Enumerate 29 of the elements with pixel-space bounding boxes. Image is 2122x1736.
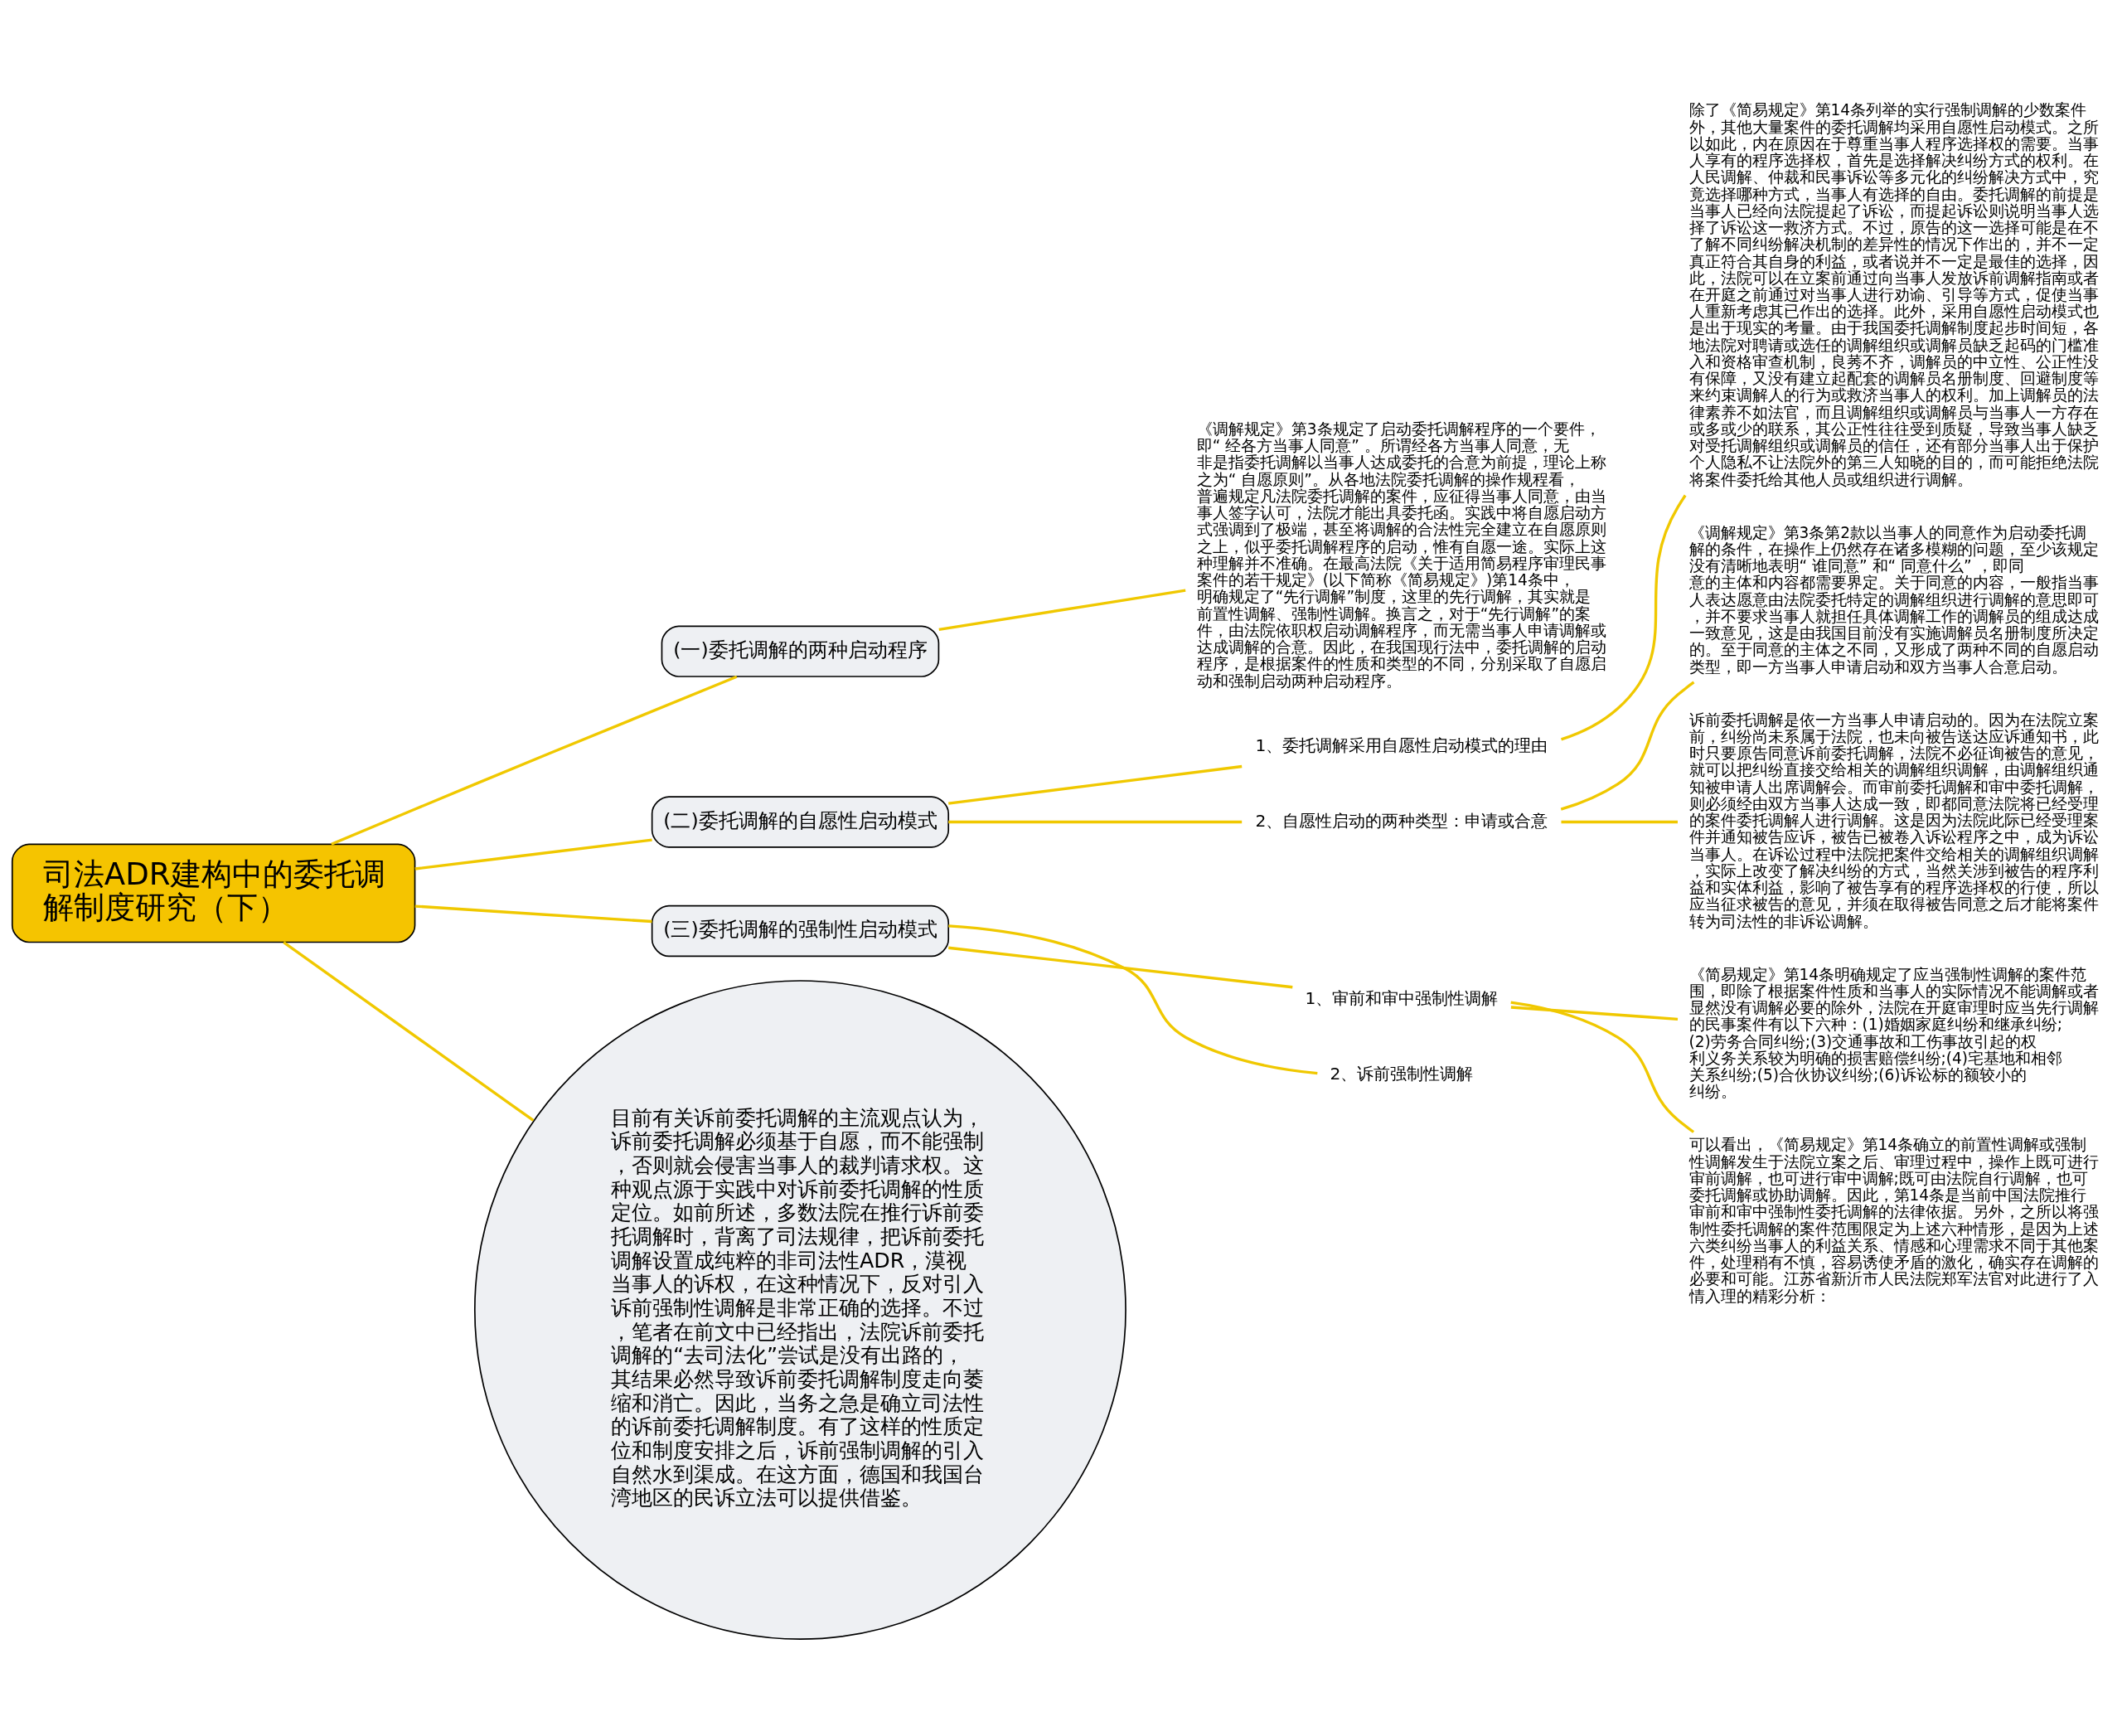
connector (283, 940, 535, 1122)
node-text: 2、自愿性启动的两种类型：申请或合意 (1255, 810, 1548, 831)
node-box: (二)委托调解的自愿性启动模式 (651, 795, 950, 848)
node-text: 除了《简易规定》第14条列举的实行强制调解的少数案件外，其他大量案件的委托调解均采用自愿性启动模式。之所以如此，内在原因在于尊重当事人程序选择权的需要。当事人享有的程序选择权，首先是选择解决纠纷方式的权利。在人民调解、仲裁和民事诉讼等多元化的纠纷解决方式中，究竟选择哪种方式，当事人有选择的自由。委托调解的前提是当事人已经向法院提起了诉讼，而提起诉讼则说明当事人选择了诉讼这一救济方式。不过，原告的这一选择可能是在不了解不同纠纷解决机制的差异性的情况下作出的，并不一定真正符合其自身的利益，或者说并不一定是最佳的选择，因此，法院可以在立案前通过向当事人发放诉前调解指南或者在开庭之前通过对当事人进行劝谕、引导等方式，促使当事人重新考虑其已作出的选择。此外，采用自愿性启动模式也是出于现实的考量。由于我国委托调解制度起步时间短，各地法院对聘请或选任的调解组织或调解员缺乏起码的门槛准入和资格审查机制，良莠不齐，调解员的中立性、公正性没有保障，又没有建立起配套的调解员名册制度、回避制度等来约束调解人的行为或救济当事人的权利。加上调解员的法律素养不如法官，而且调解组织或调解员与当事人一方存在或多或少的联系，其公正性往往受到质疑，导致当事人缺乏对受托调解组织或调解员的信任，还有部分当事人出于保护个人隐私不让法院外的第三人知晓的目的，而可能拒绝法院将案件委托给其他人员或组织进行调解。 (1688, 100, 2099, 488)
node-text: 《简易规定》第14条明确规定了应当强制性调解的案件范围，即除了根据案件性质和当事人的实际情况不能调解或者显然没有调解必要的除外，法院在开庭审理时应当先行调解的民事案件有以下六种：(1)婚姻家庭纠纷和继承纠纷;(2)劳务合同纠纷;(3)交通事故和工伤事故引起的权利义务关系较为明确的损害赔偿纠纷;(4)宅基地和相邻关系纠纷;(5)合伙协议纠纷;(6)诉讼标的额较小的纠纷。 (1688, 965, 2099, 1100)
connector (331, 675, 738, 846)
node-text: 《调解规定》第3条规定了启动委托调解程序的一个要件，即“ 经各方当事人同意” 。所谓经各方当事人同意，无非是指委托调解以当事人达成委托的合意为前提，理论上称之为“ 自愿原则”。从各地法院委托调解的操作规程看，普遍规定凡法院委托调解的案件，应征得当事人同意，由当事人签字认可，法院才能出具委托函。实践中将自愿启动方式强调到了极端，甚至将调解的合法性完全建立在自愿原则之上，似乎委托调解程序的启动，惟有自愿一途。实际上这种理解并不准确。在最高法院《关于适用简易程序审理民事案件的若干规定》(以下简称《简易规定》)第14条中，明确规定了“先行调解”制度，这里的先行调解，其实就是前置性调解、强制性调解。换言之，对于“先行调解”的案件，由法院依职权启动调解程序，而无需当事人申请调解或达成调解的合意。因此，在我国现行法中，委托调解的启动程序，是根据案件的性质和类型的不同，分别采取了自愿启动和强制启动两种启动程序。 (1196, 419, 1606, 689)
connector (1560, 494, 1687, 741)
node-box: 司法ADR建构中的委托调解制度研究（下） (11, 843, 416, 943)
connector (1560, 681, 1695, 811)
connector (1561, 820, 1678, 823)
connector (414, 904, 652, 923)
node-circle: 目前有关诉前委托调解的主流观点认为，诉前委托调解必须基于自愿，而不能强制，否则就会侵害当事人的裁判请求权。这种观点源于实践中对诉前委托调解的性质定位。如前所述，多数法院在推行诉前委托调解时，背离了司法规律，把诉前委托调解设置成纯粹的非司法性ADR，漠视当事人的诉权，在这种情况下，反对引入诉前强制性调解是非常正确的选择。不过，笔者在前文中已经指出，法院诉前委托调解的“去司法化”尝试是没有出路的，其结果必然导致诉前委托调解制度走向萎缩和消亡。因此，当务之急是确立司法性的诉前委托调解制度。有了这样的性质定位和制度安排之后，诉前强制调解的引入自然水到渠成。在这方面，德国和我国台湾地区的民诉立法可以提供借鉴。 (473, 979, 1126, 1640)
node-text: 1、审前和审中强制性调解 (1305, 987, 1499, 1008)
node-box: (三)委托调解的强制性启动模式 (651, 904, 950, 957)
node-text: 可以看出，《简易规定》第14条确立的前置性调解或强制性调解发生于法院立案之后、审理过程中，操作上既可进行审前调解，也可进行审中调解;既可由法院自行调解，也可委托调解或协助调解。因此，第14条是当前中国法院推行审前和审中强制性委托调解的法律依据。另外，之所以将强制性委托调解的案件范围限定为上述六种情形，是因为上述六类纠纷当事人的利益关系、情感和心理需求不同于其他案件，处理稍有不慎，容易诱使矛盾的激化，确实存在调解的必要和可能。江苏省新沂市人民法院郑军法官对此进行了入情入理的精彩分析： (1688, 1135, 2099, 1305)
connector (1510, 1000, 1695, 1133)
node-text: 1、委托调解采用自愿性启动模式的理由 (1255, 735, 1548, 755)
connector (1510, 1005, 1679, 1021)
node-box: (一)委托调解的两种启动程序 (661, 624, 940, 677)
node-text: 诉前委托调解是依一方当事人申请启动的。因为在法院立案前，纠纷尚未系属于法院，也未向被告送达应诉通知书，此时只要原告同意诉前委托调解，法院不必征询被告的意见，就可以把纠纷直接交给相关的调解组织调解，由调解组织通知被申请人出席调解会。而审前委托调解和审中委托调解，则必须经由双方当事人达成一致，即都同意法院将已经受理的案件委托调解人进行调解。这是因为法院此际已经受理案件并通知被告应诉，被告已被卷入诉讼程序之中，成为诉讼当事人。在诉讼过程中法院把案件交给相关的调解组织调解，实际上改变了解决纠纷的方式，当然关涉到被告的程序利益和实体利益，影响了被告享有的程序选择权的行使，所以应当征求被告的意见，并须在取得被告同意之后才能将案件转为司法性的非诉讼调解。 (1688, 710, 2099, 930)
connector (414, 837, 652, 870)
connector (948, 946, 1293, 988)
connector (948, 764, 1243, 805)
connector (948, 820, 1243, 823)
node-text: 2、诉前强制性调解 (1330, 1063, 1474, 1084)
node-text: 《调解规定》第3条第2款以当事人的同意作为启动委托调解的条件，在操作上仍然存在诸多模糊的问题，至少该规定没有清晰地表明“ 谁同意” 和“ 同意什么” ，即同意的主体和内容都需要界定。关于同意的内容，一般指当事人表达愿意由法院委托特定的调解组织进行调解的意思即可，并不要求当事人就担任具体调解工作的调解员的组成达成一致意见，这是由我国目前没有实施调解员名册制度所决定的。至于同意的主体之不同，又形成了两种不同的自愿启动类型，即一方当事人申请启动和双方当事人合意启动。 (1688, 523, 2099, 676)
connector (948, 924, 1318, 1074)
connector (938, 588, 1186, 631)
